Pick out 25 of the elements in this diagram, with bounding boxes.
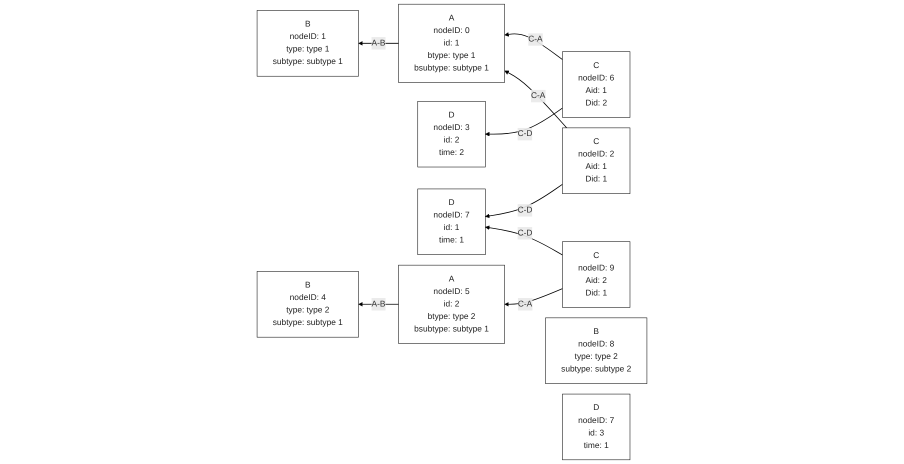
arrow [485, 108, 563, 136]
node-box: C nodeID: 9 Aid: 2 Did: 1 [562, 241, 630, 308]
edge-label: A-B [372, 38, 386, 48]
arrow [504, 70, 568, 128]
node-box: C nodeID: 6 Aid: 1 Did: 2 [562, 51, 630, 118]
node-box: B nodeID: 1 type: type 1 subtype: subtype 1 [256, 10, 359, 76]
edge-label: C-D [518, 228, 532, 238]
arrow [485, 225, 563, 256]
node-box: B nodeID: 8 type: type 2 subtype: subtype 2 [545, 318, 648, 384]
edge-label: A-B [372, 300, 386, 308]
node-box: B nodeID: 4 type: type 2 subtype: subtype 1 [256, 271, 359, 338]
node-box: D nodeID: 3 id: 2 time: 2 [418, 101, 486, 168]
arrow [485, 184, 563, 218]
node-box: C nodeID: 2 Aid: 1 Did: 1 [562, 128, 630, 194]
edge-label: C-A [530, 91, 546, 100]
edge-label: C-D [518, 129, 532, 138]
node-box: A nodeID: 5 id: 2 btype: type 2 bsubtype: subtype 1 [398, 264, 505, 344]
arrow [504, 32, 563, 60]
edge-label: C-A [528, 34, 543, 44]
node-box: A nodeID: 0 id: 1 btype: type 1 bsubtype: subtype 1 [398, 4, 505, 83]
arrow [504, 288, 563, 307]
edge-label: C-D [518, 206, 532, 215]
node-box: D nodeID: 7 id: 1 time: 1 [418, 188, 486, 255]
node-box: D nodeID: 7 id: 3 time: 1 [562, 394, 630, 460]
edge-label: C-A [518, 300, 532, 308]
